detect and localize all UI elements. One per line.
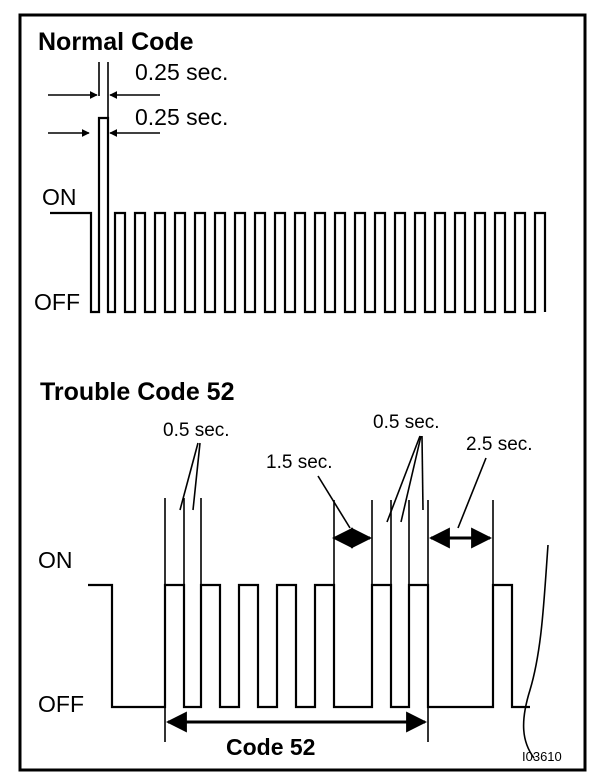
normal-code-title: Normal Code <box>38 28 194 56</box>
continuation-break-line <box>522 544 549 759</box>
normal-timing-top-label: 0.25 sec. <box>135 59 228 85</box>
pulse-width-second-leader-b <box>400 435 422 523</box>
pulse-width-first-label: 0.5 sec. <box>163 420 230 441</box>
pulse-width-second-label: 0.5 sec. <box>373 412 440 433</box>
trouble-off-label: OFF <box>38 691 84 717</box>
normal-off-label: OFF <box>34 289 80 315</box>
gap-repeat-label: 2.5 sec. <box>466 434 533 455</box>
normal-on-label: ON <box>42 184 77 210</box>
pulse-width-first-leader-a <box>179 442 199 511</box>
gap-digits-label: 1.5 sec. <box>266 452 333 473</box>
normal-code-waveform <box>50 116 547 314</box>
normal-timing-bottom-label: 0.25 sec. <box>135 104 228 130</box>
trouble-code-title: Trouble Code 52 <box>40 378 234 406</box>
pulse-width-second-leader-c <box>421 435 424 511</box>
gap-repeat-leader <box>457 457 487 529</box>
figure-frame <box>18 13 587 772</box>
trouble-on-label: ON <box>38 547 73 573</box>
figure-id: I03610 <box>522 749 562 764</box>
code-52-label: Code 52 <box>226 734 315 760</box>
pulse-width-first-leader-b <box>192 442 201 511</box>
pulse-width-second-leader-a <box>386 435 421 523</box>
trouble-code-waveform <box>88 583 530 709</box>
